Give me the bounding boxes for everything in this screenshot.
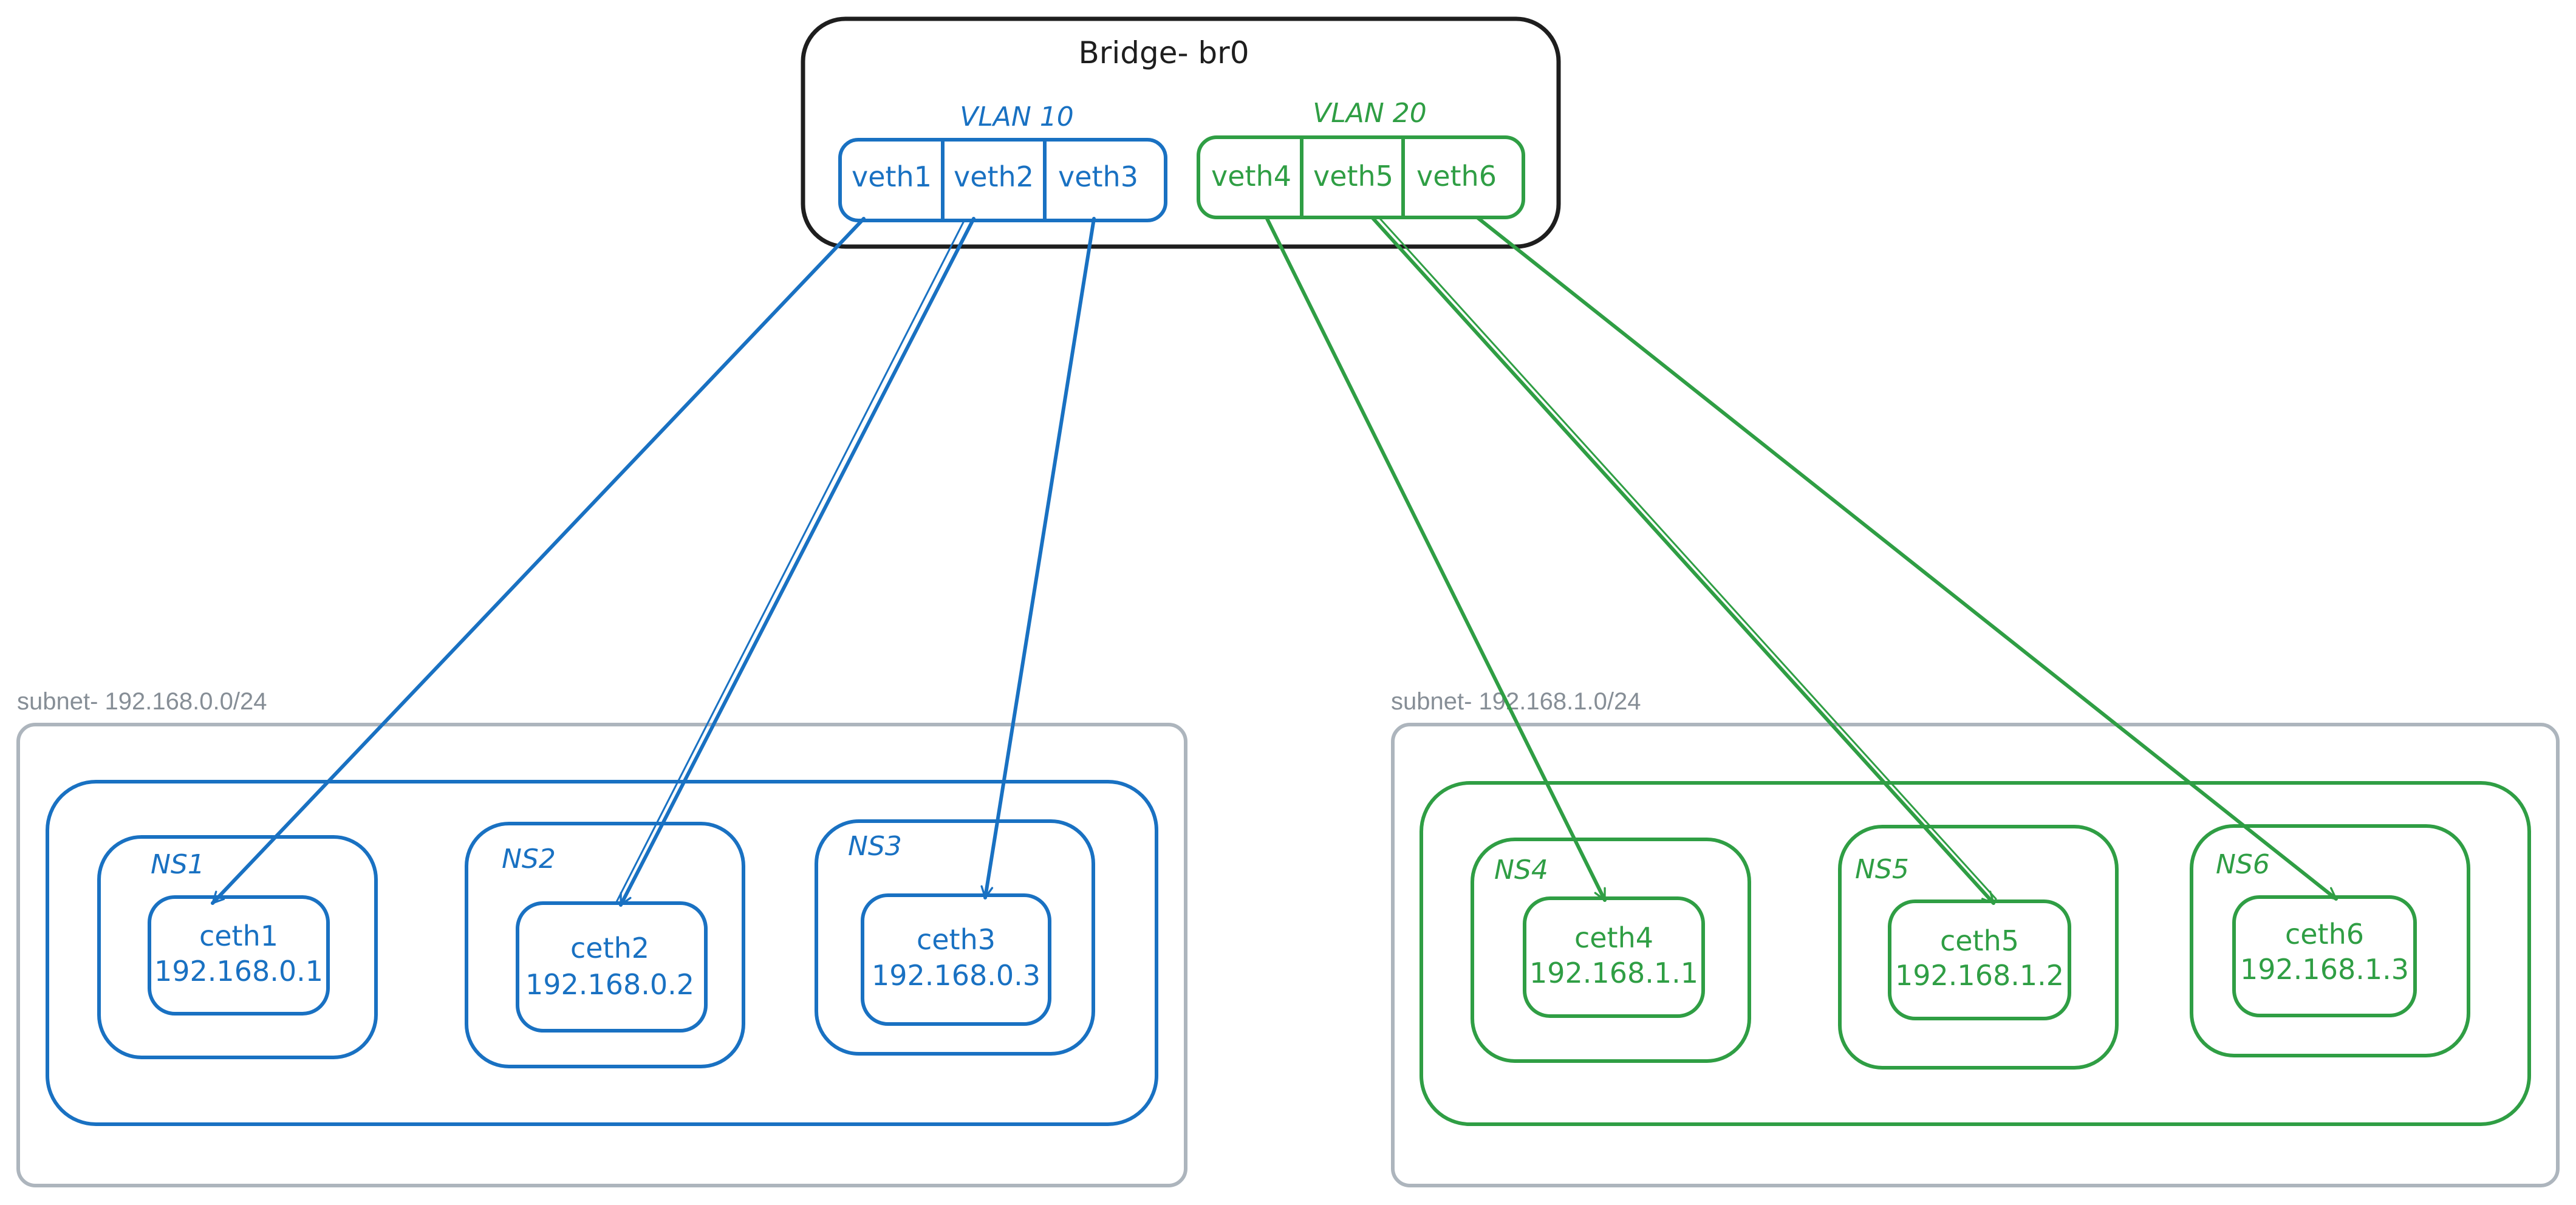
vlan10-port-group	[838, 138, 1167, 222]
interface-name: ceth6	[2285, 918, 2364, 951]
interface-ip: 192.168.0.1	[154, 955, 323, 988]
namespace-box	[1471, 838, 1751, 1063]
port-veth5: veth5	[1313, 160, 1393, 193]
namespace-label: NS4	[1494, 855, 1548, 886]
link-veth4-ceth4	[1265, 216, 1607, 902]
link-veth3-ceth3	[980, 217, 1096, 899]
namespace-box	[815, 819, 1095, 1056]
namespace-label: NS3	[848, 831, 902, 862]
interface-box	[148, 895, 330, 1016]
namespace-ns3: NS3 ceth3 192.168.0.3	[815, 819, 1095, 1056]
subnet-box-vlan10	[16, 723, 1187, 1187]
vlan10-group-box	[46, 780, 1158, 1126]
interface-name: ceth2	[570, 932, 649, 964]
vlan20-group-box	[1420, 781, 2531, 1126]
interface-ip: 192.168.1.3	[2240, 953, 2409, 986]
connections	[211, 216, 2338, 907]
bridge-title: Bridge- br0	[1078, 35, 1249, 70]
interface-ip: 192.168.1.1	[1529, 957, 1698, 989]
interface-ip: 192.168.0.2	[525, 968, 694, 1001]
vlan20-label: VLAN 20	[1313, 98, 1427, 129]
link-veth6-ceth6	[1475, 216, 2338, 901]
namespace-box	[465, 822, 745, 1068]
namespace-box	[2190, 824, 2470, 1057]
namespace-ns5: NS5 ceth5 192.168.1.2	[1838, 825, 2119, 1070]
namespace-box	[1838, 825, 2119, 1070]
namespace-ns1: NS1 ceth1 192.168.0.1	[97, 835, 378, 1059]
interface-name: ceth5	[1940, 924, 2019, 957]
interface-ip: 192.168.1.2	[1895, 959, 2064, 992]
interface-box	[861, 893, 1051, 1026]
port-veth2: veth2	[954, 160, 1034, 193]
namespace-ns6: NS6 ceth6 192.168.1.3	[2190, 824, 2470, 1057]
interface-name: ceth1	[199, 920, 278, 952]
namespace-label: NS2	[502, 844, 556, 875]
bridge-box	[801, 16, 1561, 249]
interface-name: ceth3	[917, 923, 996, 956]
namespace-label: NS5	[1855, 854, 1909, 885]
bridge-br0: Bridge- br0 VLAN 10 veth1 veth2 veth3 VL…	[801, 16, 1561, 249]
namespace-ns4: NS4 ceth4 192.168.1.1	[1471, 838, 1751, 1063]
namespace-label: NS1	[151, 849, 205, 880]
namespace-ns2: NS2 ceth2 192.168.0.2	[465, 822, 745, 1068]
vlan20-port-group	[1197, 135, 1525, 219]
link-veth2-ceth2	[619, 217, 975, 907]
namespace-box	[97, 835, 378, 1059]
vlan10-label: VLAN 10	[960, 101, 1074, 132]
link-veth5-ceth5-sketch	[1379, 217, 1997, 900]
port-veth6: veth6	[1416, 160, 1497, 193]
subnet-vlan20: subnet- 192.168.1.0/24	[1391, 688, 2560, 1187]
port-veth1: veth1	[852, 160, 932, 193]
subnet-vlan10: subnet- 192.168.0.0/24	[16, 688, 1187, 1187]
interface-ip: 192.168.0.3	[872, 959, 1040, 992]
link-veth2-ceth2-sketch	[615, 219, 966, 903]
interface-box	[1888, 899, 2071, 1020]
interface-box	[516, 901, 708, 1033]
port-veth4: veth4	[1211, 160, 1291, 193]
interface-name: ceth4	[1574, 921, 1653, 954]
link-veth5-ceth5	[1370, 216, 1995, 905]
subnet-box-vlan20	[1391, 723, 2560, 1187]
interface-box	[1523, 896, 1705, 1018]
subnet-label-vlan20: subnet- 192.168.1.0/24	[1391, 688, 1641, 715]
link-veth1-ceth1	[211, 217, 866, 905]
subnet-label-vlan10: subnet- 192.168.0.0/24	[17, 688, 267, 715]
namespace-label: NS6	[2216, 849, 2270, 880]
port-veth3: veth3	[1058, 160, 1138, 193]
